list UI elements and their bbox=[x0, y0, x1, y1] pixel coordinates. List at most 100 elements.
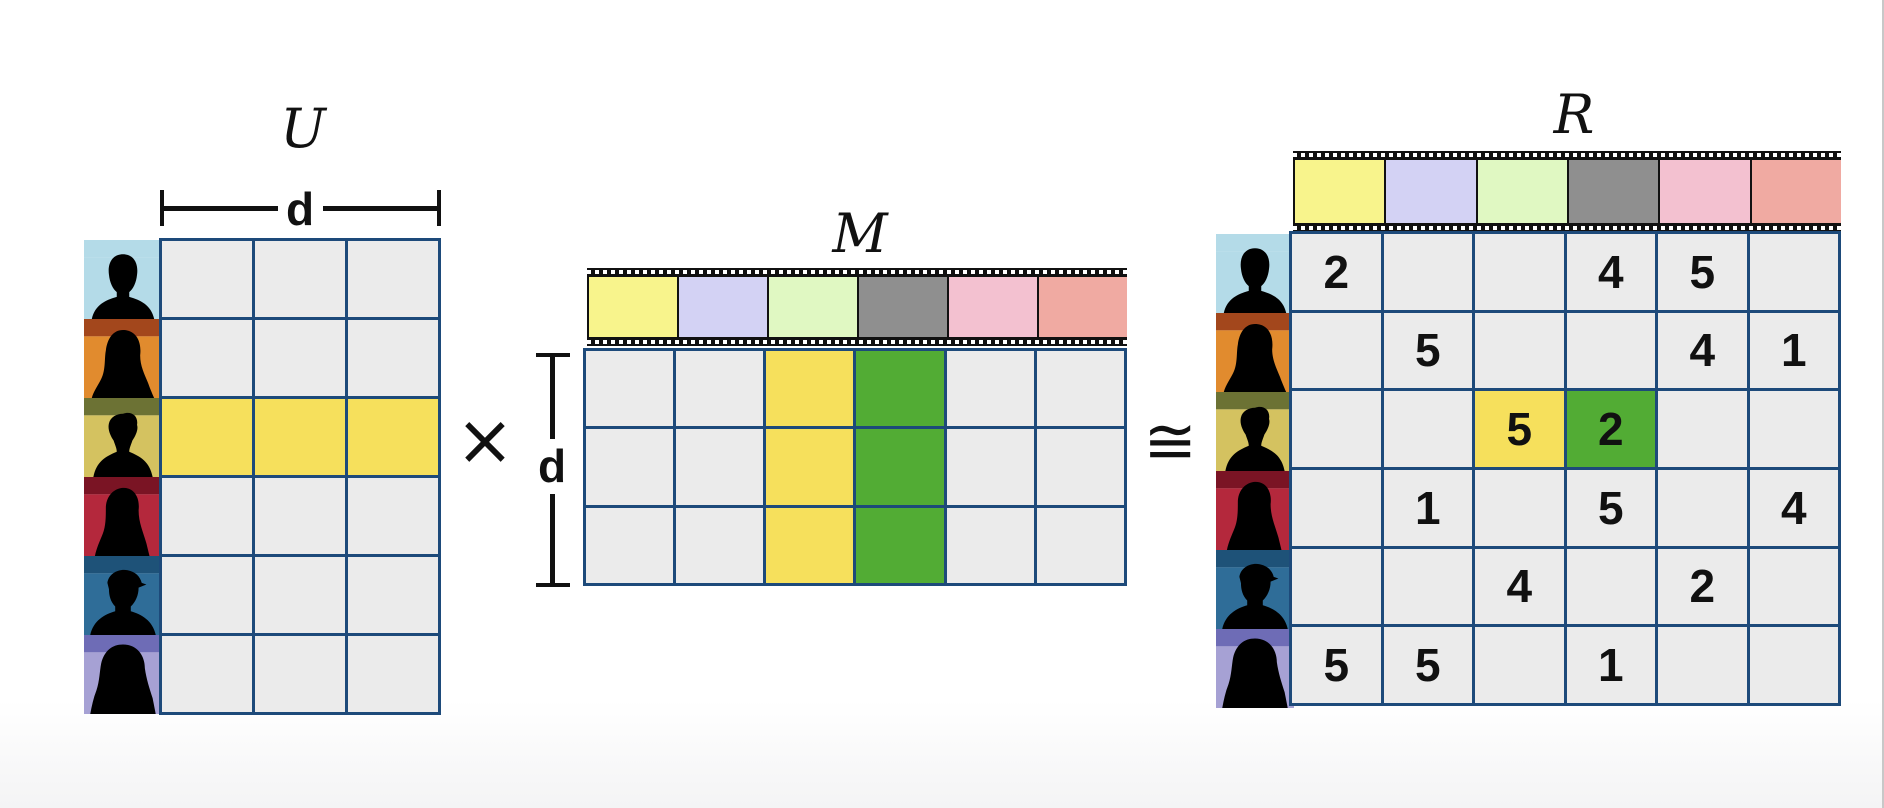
rating-cell bbox=[1472, 309, 1567, 392]
movie-filmstrip-m bbox=[587, 268, 1127, 346]
rating-cell bbox=[1289, 545, 1384, 628]
rating-cell bbox=[1380, 545, 1475, 628]
dimension-label-u: d bbox=[285, 183, 315, 235]
user-avatar-icon bbox=[1216, 313, 1294, 392]
movie-filmstrip-r bbox=[1293, 151, 1841, 232]
u-cell bbox=[345, 396, 441, 478]
window-edge bbox=[1882, 0, 1884, 808]
movie-swatch bbox=[1384, 160, 1476, 223]
rating-cell: 1 bbox=[1563, 624, 1658, 706]
rating-cell bbox=[1746, 624, 1841, 706]
rating-cell bbox=[1563, 545, 1658, 628]
rating-cell bbox=[1746, 388, 1841, 470]
u-cell bbox=[159, 475, 255, 557]
m-cell bbox=[853, 347, 947, 430]
rating-cell: 4 bbox=[1472, 545, 1567, 628]
rating-cell: 2 bbox=[1655, 545, 1750, 628]
m-cell bbox=[1033, 347, 1128, 430]
u-cell bbox=[159, 396, 255, 478]
rating-cell bbox=[1746, 231, 1841, 313]
rating-cell bbox=[1472, 624, 1567, 706]
rating-cell bbox=[1563, 309, 1658, 392]
u-cell bbox=[252, 317, 348, 399]
rating-cell: 2 bbox=[1289, 231, 1384, 313]
rating-cell bbox=[1472, 231, 1567, 313]
rating-cell bbox=[1655, 624, 1750, 706]
movie-swatch bbox=[857, 277, 947, 337]
m-cell bbox=[763, 347, 857, 430]
multiply-operator: × bbox=[455, 399, 515, 481]
user-avatar-icon bbox=[84, 319, 162, 398]
rating-cell: 4 bbox=[1746, 466, 1841, 549]
m-cell bbox=[1033, 504, 1128, 587]
user-avatar-icon bbox=[1216, 234, 1294, 313]
movie-swatch bbox=[1658, 160, 1750, 223]
user-avatar-icon bbox=[1216, 471, 1294, 550]
rating-cell: 5 bbox=[1655, 231, 1750, 313]
rating-cell: 5 bbox=[1380, 624, 1475, 706]
m-cell bbox=[853, 504, 947, 587]
matrix-u bbox=[159, 238, 441, 715]
u-cell bbox=[252, 633, 348, 715]
rating-cell: 5 bbox=[1380, 309, 1475, 392]
m-cell bbox=[943, 504, 1037, 587]
approx-equal-operator: ≅ bbox=[1143, 405, 1197, 479]
m-cell bbox=[582, 347, 677, 430]
rating-cell bbox=[1289, 309, 1384, 392]
matrix-u-title: U bbox=[280, 97, 326, 160]
u-cell bbox=[252, 238, 348, 320]
user-avatars-u bbox=[84, 240, 162, 714]
rating-cell bbox=[1746, 545, 1841, 628]
u-cell bbox=[345, 238, 441, 320]
m-cell bbox=[763, 426, 857, 508]
m-cell bbox=[943, 426, 1037, 508]
u-cell bbox=[159, 554, 255, 636]
u-cell bbox=[159, 633, 255, 715]
user-avatar-icon bbox=[1216, 629, 1294, 708]
movie-swatch bbox=[587, 277, 677, 337]
user-avatar-icon bbox=[1216, 392, 1294, 471]
m-cell bbox=[673, 347, 767, 430]
rating-cell bbox=[1289, 466, 1384, 549]
u-cell bbox=[159, 317, 255, 399]
matrix-m bbox=[582, 347, 1128, 587]
rating-cell: 1 bbox=[1746, 309, 1841, 392]
u-cell bbox=[252, 475, 348, 557]
user-avatar-icon bbox=[1216, 550, 1294, 629]
user-avatar-icon bbox=[84, 635, 162, 714]
m-cell bbox=[853, 426, 947, 508]
user-avatar-icon bbox=[84, 477, 162, 556]
rating-cell bbox=[1655, 388, 1750, 470]
rating-cell: 4 bbox=[1563, 231, 1658, 313]
u-cell bbox=[252, 396, 348, 478]
movie-swatch bbox=[1749, 160, 1841, 223]
movie-swatch bbox=[947, 277, 1037, 337]
user-avatar-icon bbox=[84, 556, 162, 635]
matrix-r-title: R bbox=[1553, 83, 1595, 146]
dimension-label-m: d bbox=[537, 440, 567, 492]
movie-swatch bbox=[1566, 160, 1659, 223]
m-cell bbox=[673, 504, 767, 587]
user-avatar-icon bbox=[84, 398, 162, 477]
m-cell bbox=[943, 347, 1037, 430]
rating-cell bbox=[1380, 388, 1475, 470]
rating-cell: 1 bbox=[1380, 466, 1475, 549]
u-cell bbox=[345, 475, 441, 557]
movie-swatch bbox=[1037, 277, 1127, 337]
u-cell bbox=[345, 633, 441, 715]
u-cell bbox=[159, 238, 255, 320]
movie-swatch bbox=[767, 277, 857, 337]
movie-swatch bbox=[1293, 160, 1385, 223]
m-cell bbox=[673, 426, 767, 508]
m-cell bbox=[763, 504, 857, 587]
matrix-m-title: M bbox=[832, 202, 888, 265]
movie-swatch bbox=[677, 277, 767, 337]
movie-swatch bbox=[1475, 160, 1567, 223]
m-cell bbox=[1033, 426, 1128, 508]
m-cell bbox=[582, 504, 677, 587]
rating-cell: 5 bbox=[1472, 388, 1567, 470]
m-cell bbox=[582, 426, 677, 508]
rating-cell: 5 bbox=[1289, 624, 1384, 706]
rating-cell bbox=[1289, 388, 1384, 470]
